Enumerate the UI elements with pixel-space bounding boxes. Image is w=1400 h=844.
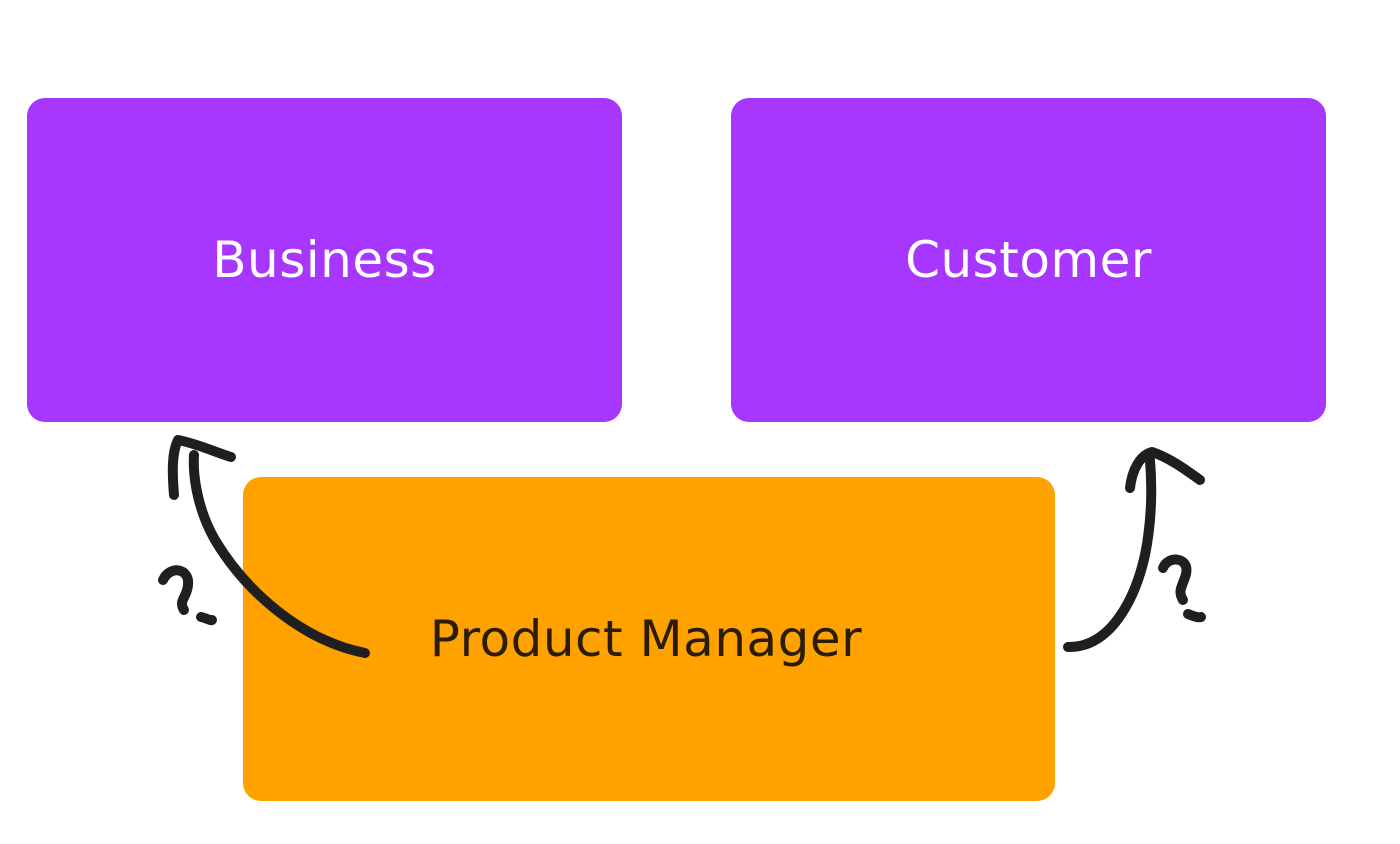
question-mark-right-dot	[1183, 609, 1206, 623]
arrowhead-business	[167, 435, 236, 500]
arrowhead-customer	[1125, 447, 1205, 493]
question-mark-right	[1158, 554, 1192, 605]
product-manager-label: Product Manager	[429, 610, 863, 668]
question-mark-left-dot	[196, 612, 217, 626]
business-node[interactable]: Business	[27, 98, 622, 422]
arrow-pm-to-customer	[1063, 455, 1157, 653]
customer-label: Customer	[905, 231, 1152, 289]
business-label: Business	[212, 231, 437, 289]
customer-node[interactable]: Customer	[731, 98, 1326, 422]
question-mark-left	[158, 565, 194, 615]
product-manager-node[interactable]: Product Manager	[243, 477, 1055, 801]
